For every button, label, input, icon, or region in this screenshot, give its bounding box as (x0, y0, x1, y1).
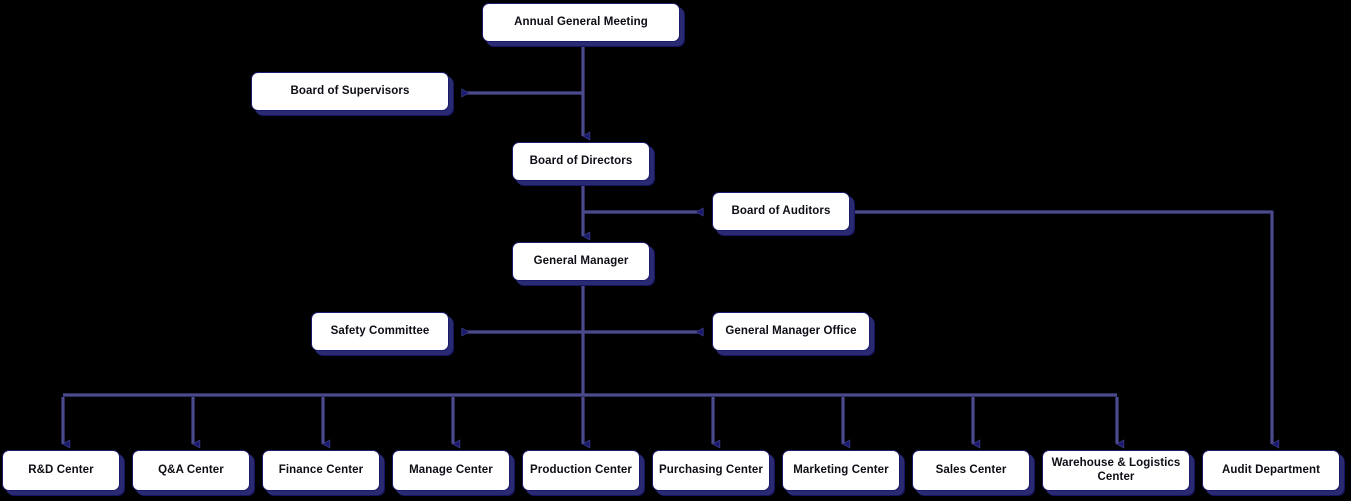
node-label: Production Center (529, 463, 632, 476)
node-label: Marketing Center (793, 463, 889, 476)
node-rd-center[interactable]: R&D Center (2, 450, 120, 491)
node-label: Safety Committee (330, 324, 430, 337)
node-board-of-directors[interactable]: Board of Directors (512, 142, 650, 181)
node-warehouse-logistics-center[interactable]: Warehouse & Logistics Center (1042, 450, 1190, 491)
node-label: Annual General Meeting (514, 15, 648, 28)
node-label: Q&A Center (158, 463, 224, 476)
node-label: Warehouse & Logistics Center (1051, 456, 1181, 483)
node-audit-department[interactable]: Audit Department (1202, 450, 1340, 491)
node-label: Board of Auditors (731, 204, 831, 217)
node-label: Manage Center (409, 463, 493, 476)
node-label: General Manager Office (725, 324, 857, 337)
node-board-of-auditors[interactable]: Board of Auditors (712, 192, 850, 231)
node-label: General Manager (533, 254, 629, 267)
node-annual-general-meeting[interactable]: Annual General Meeting (482, 3, 680, 42)
node-board-of-supervisors[interactable]: Board of Supervisors (251, 72, 449, 111)
node-label: Sales Center (935, 463, 1007, 476)
node-purchasing-center[interactable]: Purchasing Center (652, 450, 770, 491)
node-sales-center[interactable]: Sales Center (912, 450, 1030, 491)
node-label: R&D Center (28, 463, 94, 476)
node-label: Finance Center (278, 463, 364, 476)
node-manage-center[interactable]: Manage Center (392, 450, 510, 491)
node-finance-center[interactable]: Finance Center (262, 450, 380, 491)
node-label: Purchasing Center (659, 463, 763, 476)
edge-auditors-to-audit (850, 210, 1272, 444)
node-safety-committee[interactable]: Safety Committee (311, 312, 449, 351)
node-label: Board of Supervisors (290, 84, 410, 97)
node-qa-center[interactable]: Q&A Center (132, 450, 250, 491)
node-label: Audit Department (1221, 463, 1321, 476)
node-production-center[interactable]: Production Center (522, 450, 640, 491)
node-general-manager[interactable]: General Manager (512, 242, 650, 281)
node-label: Board of Directors (529, 154, 633, 167)
node-marketing-center[interactable]: Marketing Center (782, 450, 900, 491)
node-general-manager-office[interactable]: General Manager Office (712, 312, 870, 351)
